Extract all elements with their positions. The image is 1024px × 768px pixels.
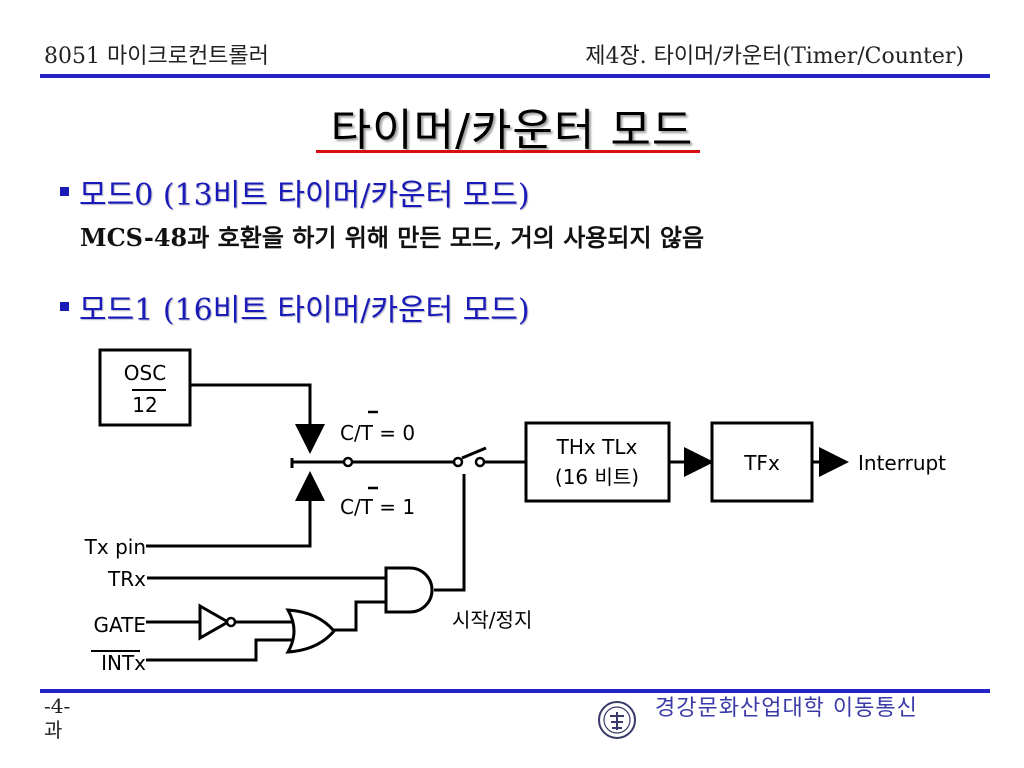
- osc-divider-box: [98, 348, 192, 427]
- start-stop-control-line: [434, 474, 466, 592]
- title-underline: [316, 150, 700, 153]
- bullet-square-icon: [60, 301, 69, 311]
- inverter-gate: [198, 603, 232, 641]
- footer-divider: [40, 689, 990, 693]
- thx-tlx-register-box: [524, 421, 671, 503]
- slide-title: 타이머/카운터 모드: [330, 105, 694, 156]
- page-number: -4-과: [44, 694, 71, 742]
- bullet-mode0: 모드0 (13비트 타이머/카운터 모드): [60, 170, 530, 214]
- txpin-signal-line: [146, 485, 312, 548]
- run-switch-contact-left: [452, 456, 464, 468]
- start-stop-label: 시작/정지: [452, 608, 532, 632]
- intx-line: [146, 638, 294, 662]
- tfx-label: TFx: [743, 451, 780, 475]
- university-seal-icon: [598, 701, 636, 739]
- bullet-square-icon: [60, 186, 69, 196]
- trx-label: TRx: [107, 567, 146, 591]
- intx-label: INTx: [101, 651, 146, 675]
- header-chapter-title: 제4장. 타이머/카운터(Timer/Counter): [585, 44, 964, 69]
- switch-contact: [342, 456, 354, 468]
- osc-divisor-label: 12: [132, 393, 157, 417]
- and-gate: [384, 566, 434, 614]
- txpin-label: Tx pin: [84, 535, 146, 559]
- header-divider: [40, 74, 990, 78]
- or-to-and-line: [334, 600, 386, 632]
- footer-university: 경강문화산업대학 이동통신: [655, 696, 918, 721]
- interrupt-label: Interrupt: [858, 451, 946, 475]
- bits16-label: (16 비트): [555, 465, 639, 489]
- osc-signal-line: [190, 383, 312, 448]
- mode1-heading: 모드1 (16비트 타이머/카운터 모드): [79, 293, 530, 328]
- or-gate: [285, 608, 336, 654]
- run-switch-blade: [461, 446, 487, 460]
- inverter-bubble: [225, 616, 237, 628]
- thx-tlx-label: THx TLx: [556, 435, 638, 459]
- gate-label: GATE: [94, 613, 146, 637]
- run-switch-contact-right: [474, 456, 486, 468]
- ct0-label: C/T = 0: [340, 421, 415, 445]
- ct1-label: C/T = 1: [340, 495, 415, 519]
- header-course-title: 8051 마이크로컨트롤러: [44, 44, 269, 69]
- tfx-flag-box: [710, 421, 814, 503]
- mode0-heading: 모드0 (13비트 타이머/카운터 모드): [79, 178, 530, 213]
- bullet-mode1: 모드1 (16비트 타이머/카운터 모드): [60, 285, 530, 329]
- osc-label: OSC: [124, 361, 166, 385]
- mode0-description: MCS-48과 호환을 하기 위해 만든 모드, 거의 사용되지 않음: [80, 223, 705, 252]
